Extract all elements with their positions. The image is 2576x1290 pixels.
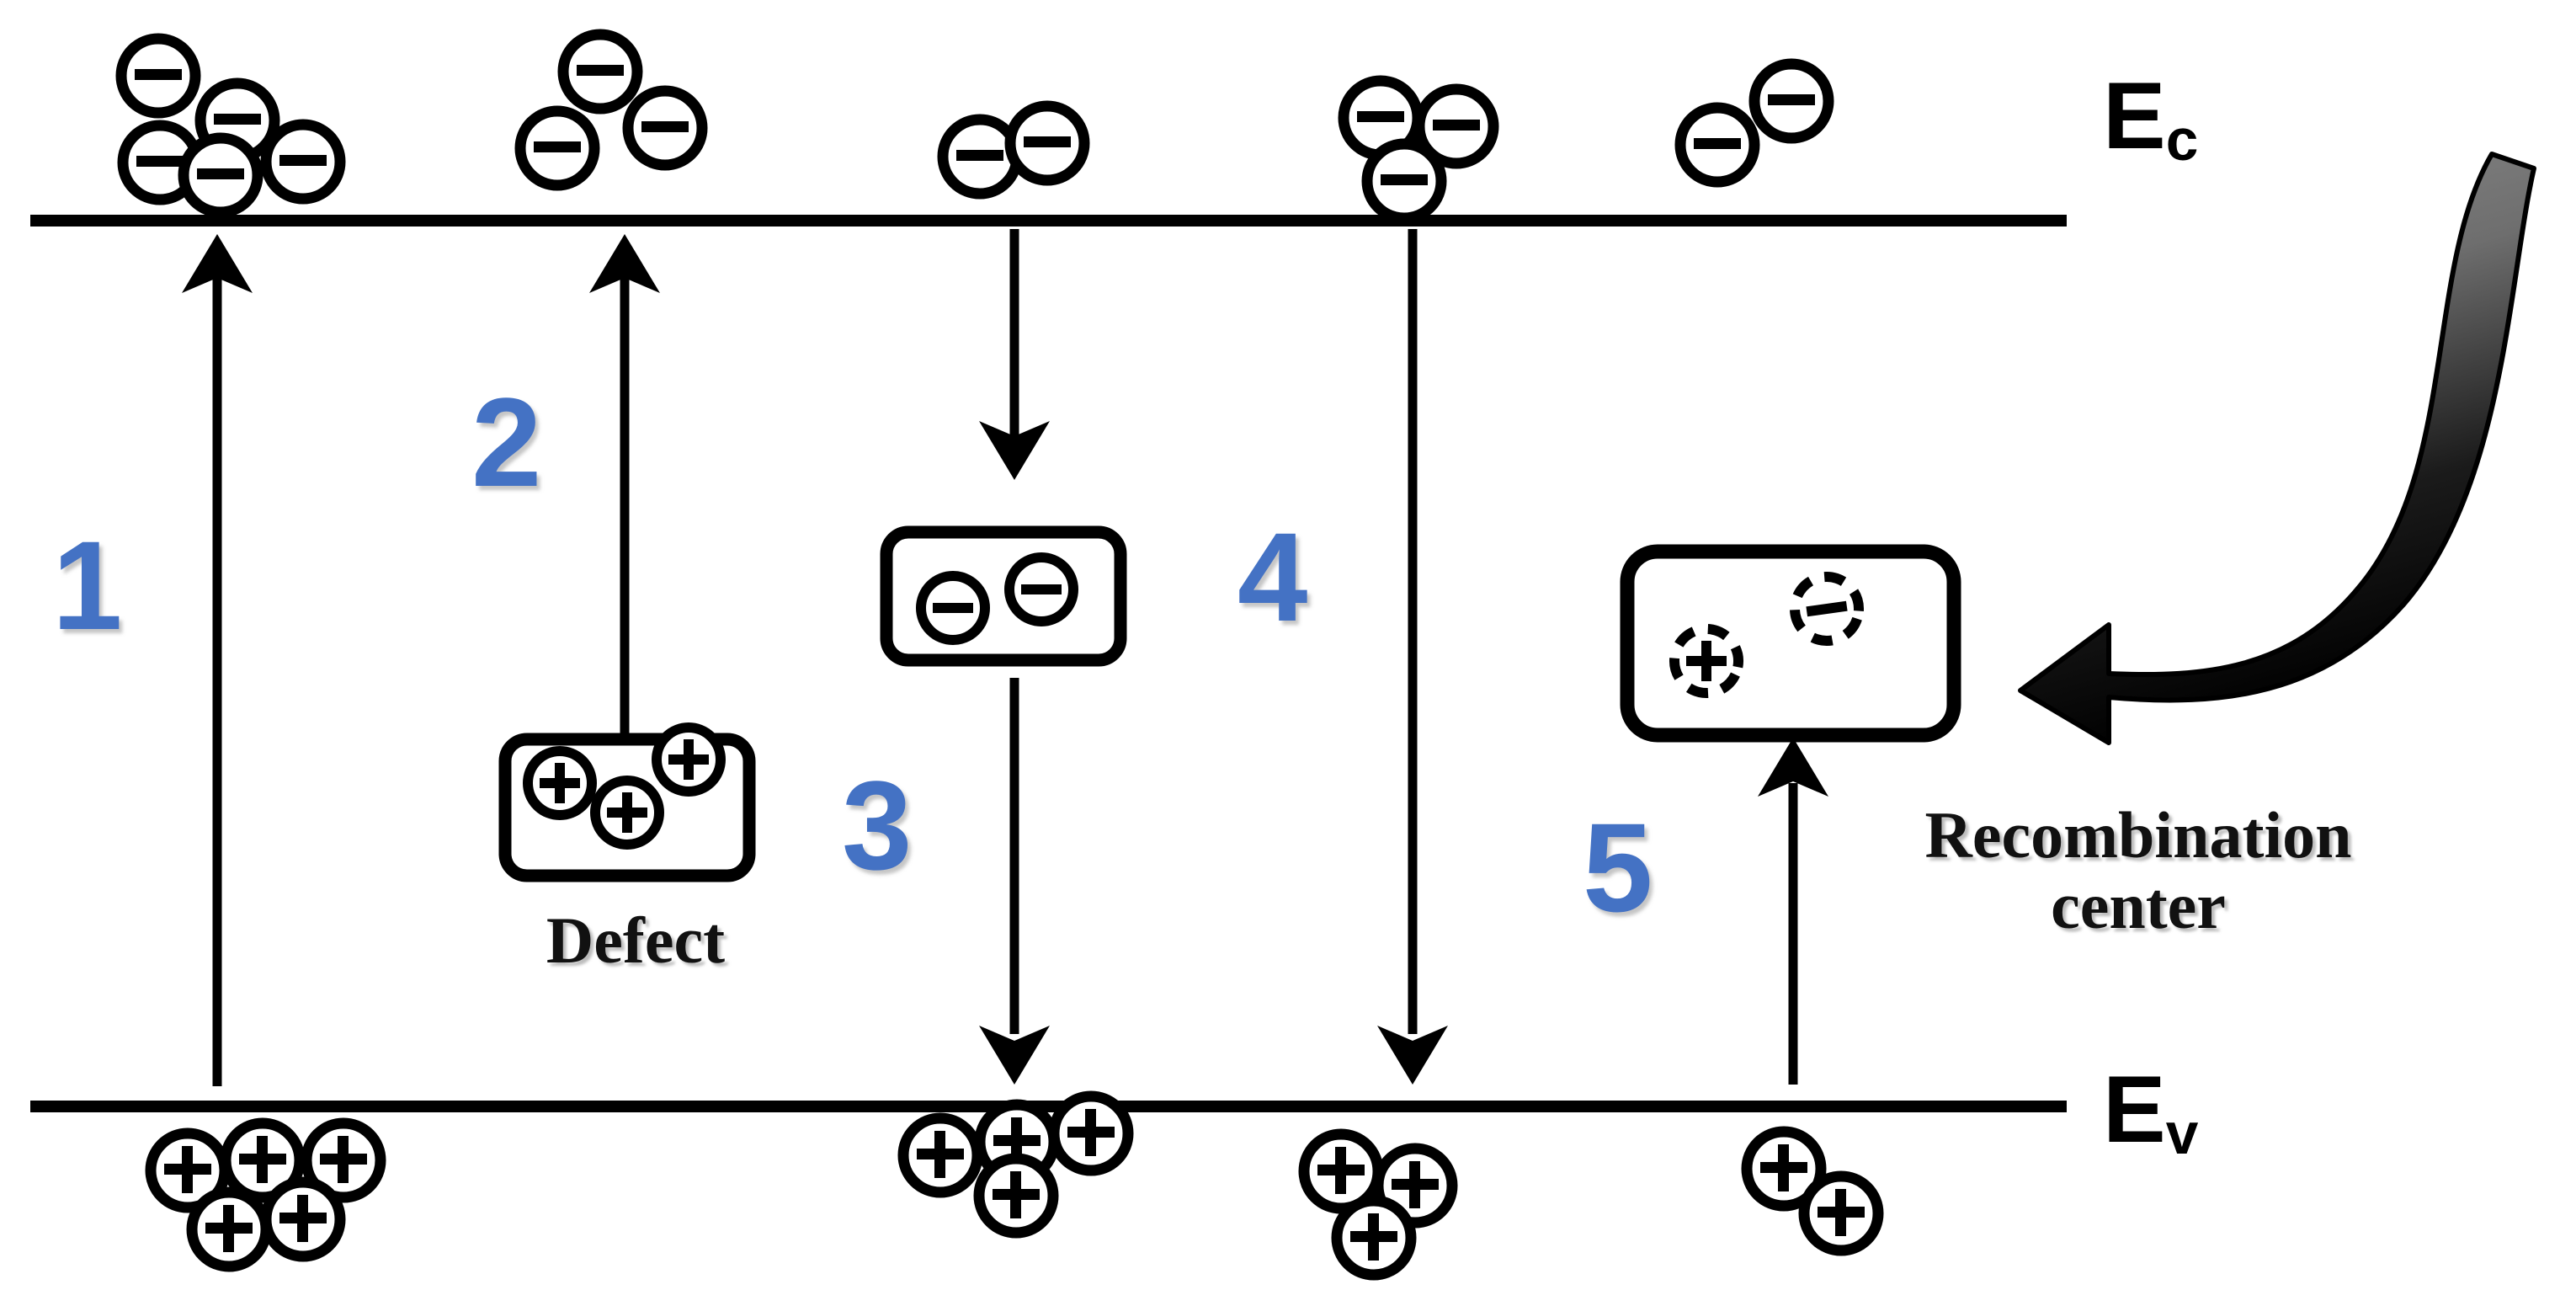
- process-arrow-3-release: [979, 678, 1050, 1085]
- electron-icon: [557, 29, 643, 115]
- step-number-1: 1: [52, 514, 123, 656]
- hole-icon: [1741, 1126, 1827, 1212]
- hole-icon: [1048, 1090, 1134, 1176]
- hole-icon: [973, 1153, 1059, 1239]
- recombination-center-box: [1620, 544, 1961, 743]
- step-number-4: 4: [1237, 506, 1308, 648]
- ec-subscript: c: [2165, 106, 2199, 173]
- hole-icon: [186, 1186, 272, 1272]
- electron-icon: [1413, 83, 1499, 169]
- electron-icon: [1004, 100, 1090, 186]
- electron-icon: [115, 33, 201, 119]
- hole-icon: [897, 1112, 983, 1198]
- hole-icon: [1331, 1195, 1417, 1281]
- hole-icon: [220, 1117, 306, 1203]
- step-number-2: 2: [471, 371, 542, 513]
- process-arrow-4: [1377, 229, 1448, 1085]
- defect-box: [498, 722, 756, 882]
- electron-cluster-3: [937, 100, 1090, 200]
- electron-cluster-2: [514, 29, 708, 191]
- process-arrow-1: [182, 234, 253, 1086]
- electron-icon: [1674, 102, 1760, 188]
- electron-cluster-1: [115, 33, 346, 218]
- hole-icon: [1798, 1170, 1884, 1256]
- conduction-band-label: Ec: [2103, 69, 2198, 169]
- hole-cluster-3: [897, 1090, 1134, 1239]
- hole-icon: [590, 776, 664, 850]
- valence-band-label: Ev: [2103, 1063, 2198, 1163]
- hole-icon: [145, 1127, 231, 1213]
- electron-icon: [916, 571, 990, 645]
- step-number-5: 5: [1583, 797, 1653, 938]
- defect-label: Defect: [546, 904, 726, 977]
- electron-icon: [514, 105, 600, 191]
- electron-icon-dashed: [1790, 572, 1864, 646]
- ev-letter: E: [2103, 1057, 2166, 1162]
- electron-icon: [260, 119, 346, 205]
- hole-icon: [652, 722, 726, 797]
- electron-icon: [1748, 58, 1834, 144]
- electron-cluster-4: [1338, 75, 1499, 224]
- hole-icon-dashed: [1669, 624, 1743, 698]
- ec-letter: E: [2103, 63, 2166, 168]
- hole-icon: [523, 746, 597, 820]
- electron-icon: [178, 132, 263, 218]
- electron-cluster-5: [1674, 58, 1834, 188]
- electron-icon: [937, 114, 1023, 200]
- recombination-pointer-arrow: [2018, 152, 2536, 745]
- trap-box: [880, 525, 1127, 667]
- hole-icon: [260, 1176, 346, 1262]
- hole-cluster-4: [1298, 1128, 1458, 1281]
- electron-icon: [622, 85, 708, 171]
- electron-icon: [1361, 138, 1447, 224]
- recombination-center-label: Recombination center: [1924, 798, 2352, 943]
- hole-icon: [301, 1117, 386, 1203]
- ev-subscript: v: [2165, 1100, 2199, 1166]
- hole-cluster-1: [145, 1117, 386, 1272]
- process-arrow-5: [1758, 738, 1828, 1085]
- hole-cluster-5: [1741, 1126, 1884, 1256]
- electron-icon: [1004, 552, 1078, 626]
- step-number-3: 3: [842, 754, 913, 896]
- process-arrow-3-capture: [979, 229, 1050, 480]
- process-arrow-2: [589, 234, 660, 741]
